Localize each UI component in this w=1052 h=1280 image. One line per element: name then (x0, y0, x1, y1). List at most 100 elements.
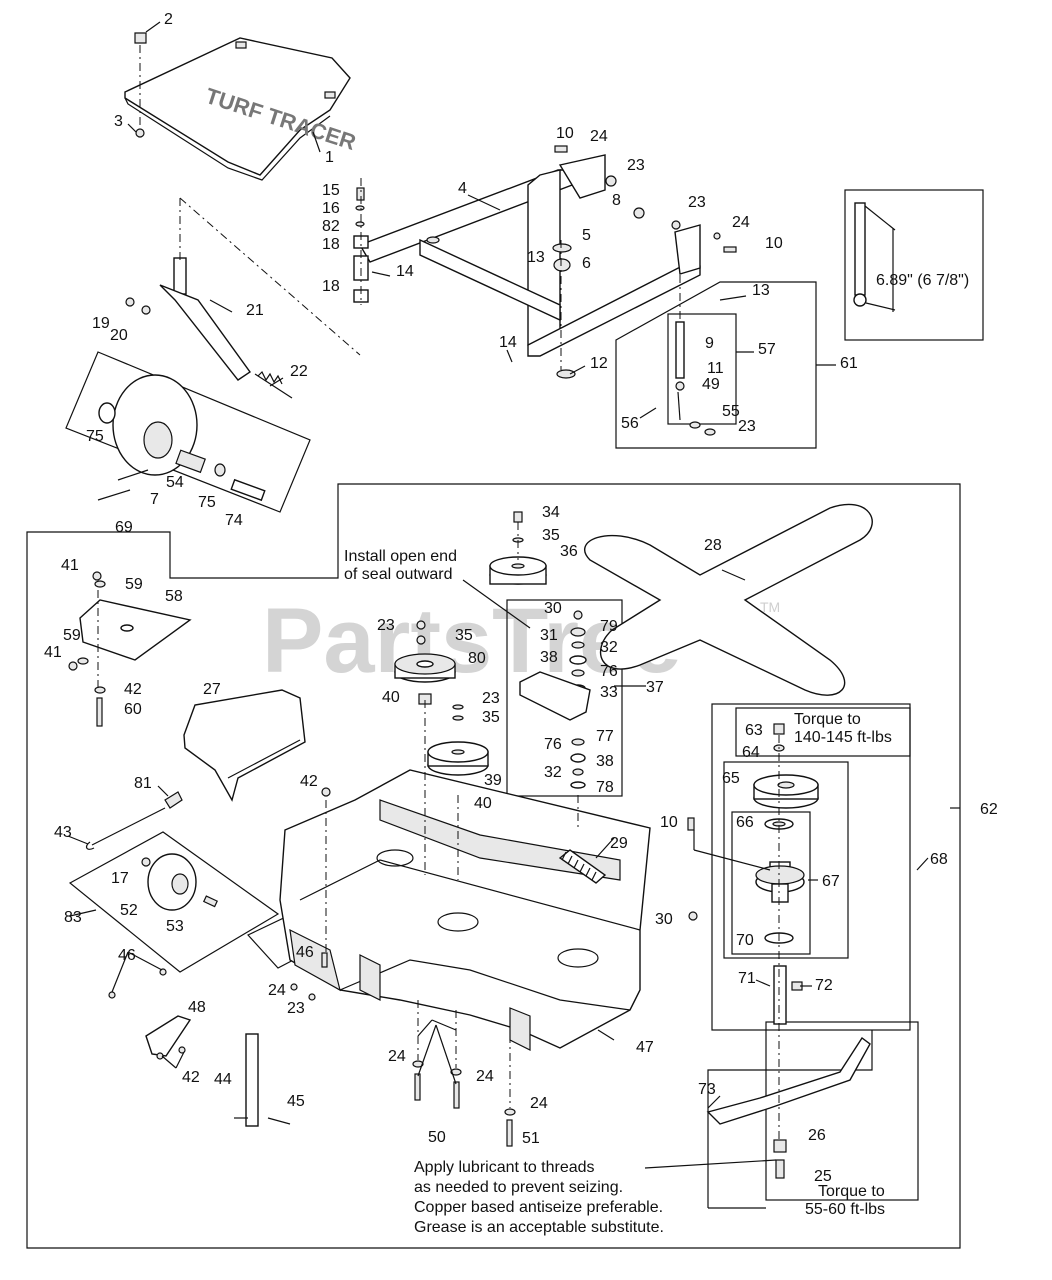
part-52-caster-wheel (141, 853, 218, 911)
callout-46-b: 46 (118, 947, 136, 964)
callout-10-spindle: 10 (660, 814, 678, 831)
callout-62: 62 (980, 801, 998, 818)
callout-35-top: 35 (542, 527, 560, 544)
callout-1: 1 (325, 149, 334, 166)
callout-44: 44 (214, 1071, 232, 1088)
part-21-arm (159, 257, 293, 399)
callout-11: 11 (707, 360, 724, 377)
callout-57: 57 (758, 341, 776, 358)
callout-7: 7 (150, 491, 159, 508)
part-2-clip (134, 32, 147, 44)
lube-note-line1: Apply lubricant to threads (414, 1159, 595, 1176)
callout-75-a: 75 (86, 428, 104, 445)
callout-23-lower: 23 (482, 690, 500, 707)
callout-55: 55 (722, 403, 740, 420)
watermark-tm: TM (760, 599, 780, 615)
callout-21: 21 (246, 302, 264, 319)
callout-60: 60 (124, 701, 142, 718)
callout-15: 15 (322, 182, 340, 199)
callout-41-top: 41 (61, 557, 79, 574)
callout-31: 31 (540, 627, 558, 644)
callout-9: 9 (705, 335, 714, 352)
lube-note-line4: Grease is an acceptable substitute. (414, 1219, 664, 1236)
callout-50: 50 (428, 1129, 446, 1146)
callout-33: 33 (600, 684, 618, 701)
callout-71: 71 (738, 970, 756, 987)
lube-note-line3: Copper based antiseize preferable. (414, 1199, 663, 1216)
callout-23-right: 23 (688, 194, 706, 211)
callout-76-a: 76 (600, 663, 618, 680)
callout-22: 22 (290, 363, 308, 380)
callout-23-spring: 23 (738, 418, 756, 435)
part-37-idler-arm (519, 610, 591, 789)
callout-75-b: 75 (198, 494, 216, 511)
callout-74: 74 (225, 512, 243, 529)
part-69-wheel (98, 374, 266, 502)
part-48-bracket (108, 968, 192, 1060)
callout-76-b: 76 (544, 736, 562, 753)
lube-note-line2: as needed to prevent seizing. (414, 1179, 623, 1196)
callout-45: 45 (287, 1093, 305, 1110)
callout-67: 67 (822, 873, 840, 890)
leader-lines (67, 21, 960, 1169)
part-44-rod (245, 1033, 291, 1127)
seal-note-line2: of seal outward (344, 566, 453, 583)
callout-24-deck: 24 (268, 982, 286, 999)
callout-3: 3 (114, 113, 123, 130)
callout-35-mid: 35 (455, 627, 473, 644)
part-3-nut (135, 128, 145, 138)
callout-14-a: 14 (396, 263, 414, 280)
part-39-pulley (427, 704, 489, 795)
callout-10-top: 10 (556, 125, 574, 142)
torque-note-1-line2: 140-145 ft-lbs (794, 729, 892, 746)
callout-38-b: 38 (596, 753, 614, 770)
callout-17: 17 (111, 870, 129, 887)
callout-83: 83 (64, 909, 82, 926)
callout-23-pulley: 23 (377, 617, 395, 634)
callout-59-b: 59 (63, 627, 81, 644)
seal-note-line1: Install open end (344, 548, 457, 565)
callout-42-a: 42 (124, 681, 142, 698)
callout-73: 73 (698, 1081, 716, 1098)
callout-59-top: 59 (125, 576, 143, 593)
callout-68: 68 (930, 851, 948, 868)
callout-53: 53 (166, 918, 184, 935)
callout-32-a: 32 (600, 639, 618, 656)
callout-36: 36 (560, 543, 578, 560)
callout-52: 52 (120, 902, 138, 919)
part-4-frame (358, 154, 701, 357)
callout-42-c: 42 (182, 1069, 200, 1086)
callout-51: 51 (522, 1130, 540, 1147)
torque-note-2-line2: 55-60 ft-lbs (805, 1201, 885, 1218)
callout-61: 61 (840, 355, 858, 372)
callout-65: 65 (722, 770, 740, 787)
callout-66: 66 (736, 814, 754, 831)
callout-30-b: 30 (655, 911, 673, 928)
callout-56: 56 (621, 415, 639, 432)
part-5-6-washers (552, 243, 572, 272)
callout-72: 72 (815, 977, 833, 994)
callout-18-b: 18 (322, 278, 340, 295)
callout-77: 77 (596, 728, 614, 745)
callout-23-top: 23 (627, 157, 645, 174)
callout-42-b: 42 (300, 773, 318, 790)
dimension-text: 6.89" (6 7/8") (876, 272, 969, 289)
part-25-26-bolt (773, 1139, 787, 1179)
part-80-pulley (394, 653, 456, 705)
torque-note-1-line1: Torque to (794, 711, 861, 728)
callout-24-bolt-b: 24 (476, 1068, 494, 1085)
callout-27: 27 (203, 681, 221, 698)
callout-39: 39 (484, 772, 502, 789)
callout-32-b: 32 (544, 764, 562, 781)
part-1-cover: TURF TRACER (124, 37, 359, 181)
group-boxes (26, 189, 984, 1249)
part-28-belt (584, 503, 873, 696)
callout-4: 4 (458, 180, 467, 197)
part-47-deck (279, 769, 651, 1051)
callout-6: 6 (582, 255, 591, 272)
callout-64: 64 (742, 744, 760, 761)
callout-40-b: 40 (474, 795, 492, 812)
callout-2: 2 (164, 11, 173, 28)
part-10-bolt (687, 817, 698, 921)
part-36-pulley (489, 511, 547, 585)
